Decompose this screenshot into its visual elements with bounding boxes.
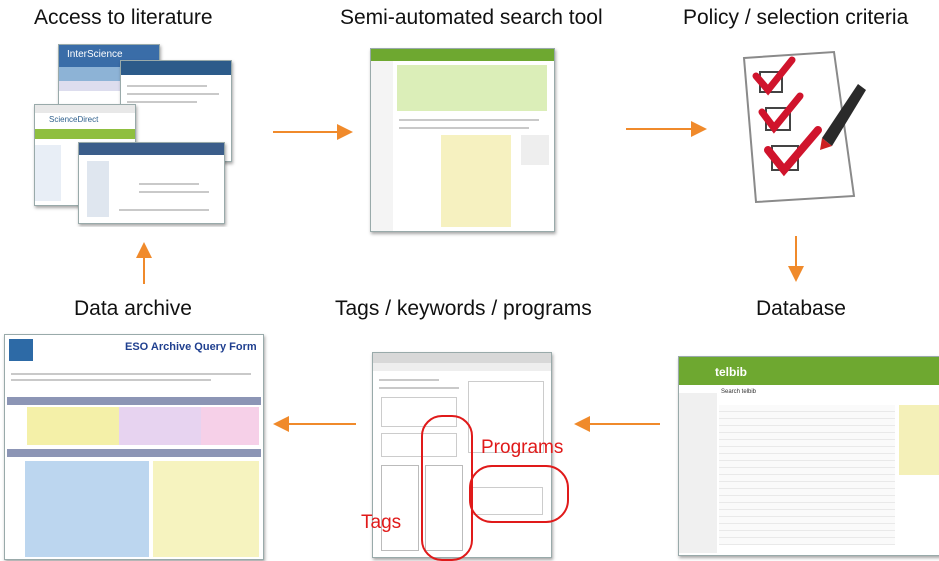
title-policy: Policy / selection criteria bbox=[683, 6, 909, 29]
article-page bbox=[78, 142, 225, 224]
checklist-icon bbox=[726, 46, 866, 206]
telbib-search-heading: Search telbib bbox=[721, 389, 757, 395]
title-data-archive: Data archive bbox=[74, 297, 192, 320]
sciencedirect-logo: ScienceDirect bbox=[49, 115, 99, 124]
title-access-to-literature: Access to literature bbox=[34, 6, 213, 29]
interscience-logo: InterScience bbox=[67, 49, 123, 60]
title-tags-keywords: Tags / keywords / programs bbox=[335, 297, 592, 320]
telbib-logo: telbib bbox=[715, 365, 747, 379]
search-tool-screenshot bbox=[370, 48, 555, 232]
title-search-tool: Semi-automated search tool bbox=[340, 6, 603, 29]
title-database: Database bbox=[756, 297, 846, 320]
checklist-clipboard-icon bbox=[742, 50, 866, 204]
telbib-database-screenshot: telbib Search telbib bbox=[678, 356, 939, 556]
programs-label: Programs bbox=[481, 437, 564, 458]
tags-label: Tags bbox=[361, 512, 402, 533]
eso-archive-form-screenshot: ESO Archive Query Form bbox=[4, 334, 264, 560]
eso-form-title: ESO Archive Query Form bbox=[125, 341, 257, 353]
literature-panel: InterScience ScienceDirect bbox=[28, 42, 240, 227]
